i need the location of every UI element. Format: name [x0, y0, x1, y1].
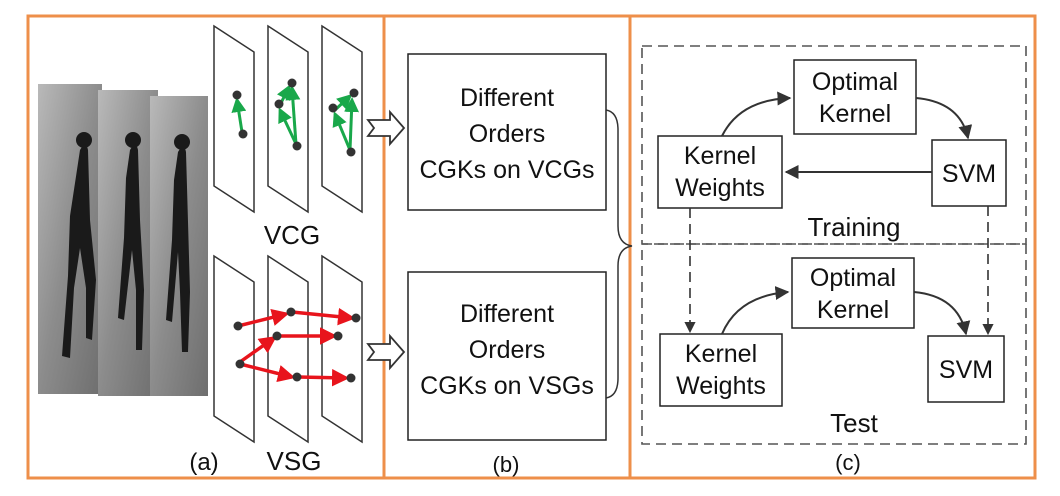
vsg-label: VSG — [267, 446, 322, 476]
training-kernel-weights-line2: Weights — [675, 174, 765, 202]
vsg-node — [346, 373, 356, 383]
video-frame-1 — [38, 84, 102, 394]
cgk-vcg-line1: Different — [460, 84, 554, 112]
vcg-edge — [231, 97, 247, 133]
vcg-edge — [344, 97, 360, 151]
cgk-vsg-line2: Orders — [469, 336, 545, 364]
panel-a-label: (a) — [189, 449, 218, 476]
test-optimal-kernel-line1: Optimal — [810, 264, 896, 292]
test-kernel-weights-line1: Kernel — [685, 340, 757, 368]
cgk-vcg-line2: Orders — [469, 120, 545, 148]
test-svm-label: SVM — [939, 356, 993, 384]
cgk-vsg-box — [407, 271, 607, 441]
vcg-plane-3 — [321, 24, 363, 214]
training-optimal-kernel-line1: Optimal — [812, 68, 898, 96]
training-arrow-ok-to-svm — [915, 97, 973, 140]
training-optimal-kernel-line2: Kernel — [819, 100, 891, 128]
vcg-planes — [213, 24, 363, 214]
training-kernel-weights-line1: Kernel — [684, 142, 756, 170]
training-title: Training — [808, 212, 901, 242]
vsg-node — [292, 372, 302, 382]
vcg-node — [274, 99, 284, 109]
test-svm-box — [927, 335, 1005, 403]
vsg-node — [351, 313, 361, 323]
vsg-edge — [239, 362, 296, 383]
hollow-arrow-icon — [366, 109, 406, 147]
test-arrow-ok-to-svm — [913, 291, 971, 336]
video-frame-2 — [98, 90, 158, 396]
test-arrow-kw-to-ok — [721, 286, 790, 335]
vcg-node — [238, 129, 248, 139]
vcg-edge — [332, 111, 352, 151]
training-arrow-kw-to-ok — [721, 91, 792, 137]
vcg-edge — [285, 85, 301, 145]
vsg-node — [233, 321, 243, 331]
cgk-vsg-line3: CGKs on VSGs — [420, 372, 594, 400]
vsg-node — [235, 359, 245, 369]
cgk-vsg-line1: Different — [460, 300, 554, 328]
training-kernel-weights-box — [657, 135, 783, 209]
vsg-edge — [297, 368, 350, 387]
curly-brace-icon — [605, 109, 633, 399]
test-title: Test — [830, 408, 878, 438]
video-frame-3 — [150, 96, 208, 396]
panel-b-label: (b) — [493, 452, 520, 477]
vsg-planes — [213, 254, 363, 444]
vcg-node — [287, 78, 297, 88]
vsg-plane-1 — [213, 254, 255, 444]
vsg-node — [333, 331, 343, 341]
vcg-edge — [333, 93, 353, 112]
cgk-vcg-line3: CGKs on VCGs — [419, 156, 594, 184]
vcg-node — [292, 141, 302, 151]
vsg-edge — [238, 335, 277, 364]
test-region — [641, 243, 1027, 445]
vsg-edge — [291, 307, 356, 326]
test-kernel-weights-box — [659, 333, 783, 407]
test-optimal-kernel-box — [791, 257, 915, 329]
vcg-plane-2 — [267, 24, 309, 214]
vsg-node — [272, 331, 282, 341]
vsg-edge — [237, 308, 290, 328]
vcg-node — [346, 147, 356, 157]
panel-c-label: (c) — [835, 450, 861, 475]
cgk-vcg-box — [407, 53, 607, 211]
vcg-edge — [278, 107, 298, 145]
vcg-label: VCG — [264, 220, 320, 250]
walking-person-frames — [38, 84, 208, 396]
training-svm-label: SVM — [942, 160, 996, 188]
test-kernel-weights-line2: Weights — [676, 372, 766, 400]
vsg-node — [286, 307, 296, 317]
vcg-plane-1 — [213, 24, 255, 214]
vsg-plane-3 — [321, 254, 363, 444]
test-optimal-kernel-line2: Kernel — [817, 296, 889, 324]
training-optimal-kernel-box — [793, 59, 917, 135]
hollow-arrow-icon — [366, 333, 406, 371]
vcg-node — [349, 88, 359, 98]
vsg-plane-2 — [267, 254, 309, 444]
vcg-node — [328, 103, 338, 113]
vcg-node — [232, 90, 242, 100]
